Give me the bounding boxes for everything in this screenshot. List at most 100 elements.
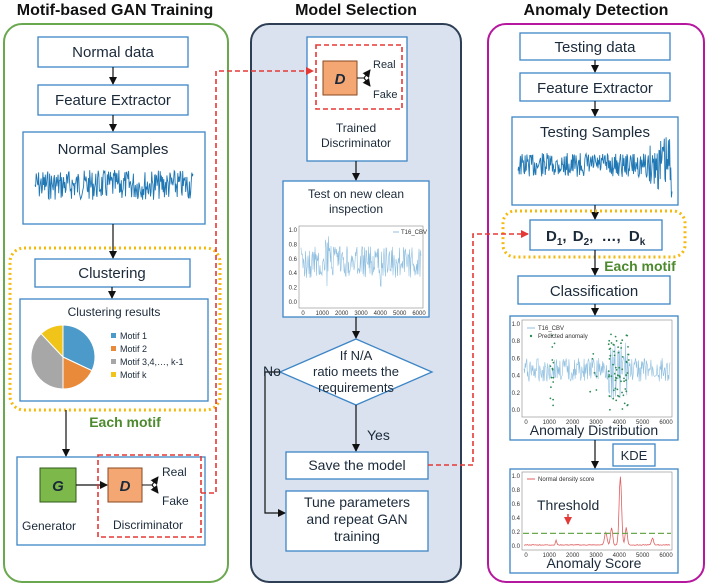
anomaly-point (612, 397, 615, 400)
legend-swatch-motif-2 (111, 346, 116, 351)
anomaly-point (621, 391, 623, 394)
anomaly-point (552, 404, 554, 407)
discriminators-box (529, 219, 663, 251)
dist-x-tick: 1000 (543, 420, 557, 426)
legend-swatch-motif-3-to-k-1 (111, 359, 116, 364)
anomaly-point (623, 377, 625, 380)
anomaly-point (621, 368, 624, 371)
left-feature-extractor-box (37, 84, 189, 116)
left-discriminator-group (97, 454, 202, 538)
anomaly-point (613, 372, 616, 375)
anomaly-point (550, 386, 552, 388)
test-x-tick: 3000 (354, 311, 368, 317)
anomaly-point (608, 339, 611, 342)
anomaly-point (621, 356, 624, 358)
pie-legend: Motif 1 Motif 2 Motif 3,4,…, k-1 Motif k (111, 331, 184, 380)
dots: …, (602, 228, 621, 245)
test-x-tick: 2000 (335, 311, 349, 317)
dk-main: D (629, 228, 640, 245)
threshold-label: Threshold (537, 497, 599, 513)
middle-discriminator-symbol: D (335, 71, 346, 88)
decision-line3: requirements (318, 380, 394, 395)
score-y-tick: 0.0 (512, 544, 521, 550)
anomaly-point (614, 379, 617, 382)
anomaly-point (620, 347, 623, 349)
dist-chart-yticks: 1.00.80.60.40.20.0 (512, 322, 521, 414)
anomaly-point (617, 351, 620, 354)
score-chart-yticks: 1.00.80.60.40.20.0 (512, 474, 521, 550)
anomaly-point (607, 370, 610, 372)
score-x-tick: 2000 (566, 553, 580, 559)
anomaly-point (593, 372, 596, 374)
test-chart-yticks: 1.00.80.60.40.20.0 (289, 228, 298, 306)
anomaly-point (553, 342, 556, 345)
anomaly-point (618, 375, 621, 377)
tune-parameters-box (285, 490, 429, 552)
d1-main: D (546, 228, 557, 245)
save-model-box (285, 451, 429, 480)
score-y-tick: 0.4 (512, 516, 521, 522)
anomaly-point (608, 375, 610, 378)
anomaly-point (610, 375, 613, 378)
dist-x-tick: 6000 (659, 420, 673, 426)
anomaly-point (616, 374, 619, 377)
test-x-tick: 5000 (393, 311, 407, 317)
discriminators-list: D1, D2, …, Dk (546, 228, 646, 248)
dist-legend-series: T16_CBV (538, 326, 564, 332)
anomaly-point (625, 390, 628, 393)
anomaly-point (625, 361, 628, 364)
anomaly-point (624, 388, 627, 390)
anomaly-point (614, 366, 617, 369)
left-feature-extractor-label: Feature Extractor (55, 92, 171, 109)
anomaly-point (621, 339, 624, 342)
anomaly-distribution-label: Anomaly Distribution (530, 422, 658, 438)
legend-swatch-motif-1 (111, 333, 116, 338)
clustering-label: Clustering (78, 265, 146, 282)
middle-discriminator-group (315, 44, 403, 110)
dist-y-tick: 1.0 (512, 322, 521, 328)
anomaly-point (626, 372, 629, 374)
score-chart-frame (521, 471, 673, 551)
dist-legend-marker (529, 334, 533, 338)
score-x-tick: 0 (524, 553, 528, 559)
dist-y-tick: 0.2 (512, 391, 521, 397)
anomaly-point (620, 380, 622, 383)
anomaly-point (551, 346, 554, 348)
anomaly-point (613, 354, 616, 357)
test-label-line2: inspection (329, 202, 383, 216)
anomaly-point (550, 376, 553, 379)
test-y-tick: 0.6 (289, 257, 298, 263)
anomaly-point (614, 335, 617, 338)
dist-y-tick: 0.6 (512, 356, 521, 362)
test-x-tick: 1000 (316, 311, 330, 317)
anomaly-point (609, 354, 612, 357)
test-chart-legend: T16_CBV (401, 230, 427, 236)
anomaly-point (609, 347, 612, 350)
dk-sub: k (640, 237, 646, 248)
score-x-tick: 3000 (589, 553, 603, 559)
anomaly-point (627, 346, 629, 348)
test-y-tick: 1.0 (289, 228, 298, 234)
kde-box (612, 443, 656, 467)
anomaly-point (595, 389, 598, 391)
left-discriminator-block (107, 467, 143, 503)
trained-label-line1: Trained (336, 121, 376, 135)
anomaly-point (552, 361, 555, 364)
anomaly-point (612, 343, 615, 346)
left-discriminator-label: Discriminator (113, 518, 183, 532)
dist-chart-signal (523, 342, 671, 399)
anomaly-point (618, 366, 620, 369)
clustering-box (34, 258, 191, 288)
test-label-line1: Test on new clean (308, 187, 404, 201)
anomaly-point (625, 374, 627, 376)
middle-discriminator-block (322, 60, 358, 96)
anomaly-point (551, 368, 554, 371)
normal-samples-signal (34, 169, 194, 201)
dist-x-tick: 0 (524, 420, 528, 426)
pie-slice-motif-1 (62, 324, 96, 372)
score-x-tick: 6000 (659, 553, 673, 559)
test-x-tick: 4000 (374, 311, 388, 317)
dist-x-tick: 5000 (636, 420, 650, 426)
